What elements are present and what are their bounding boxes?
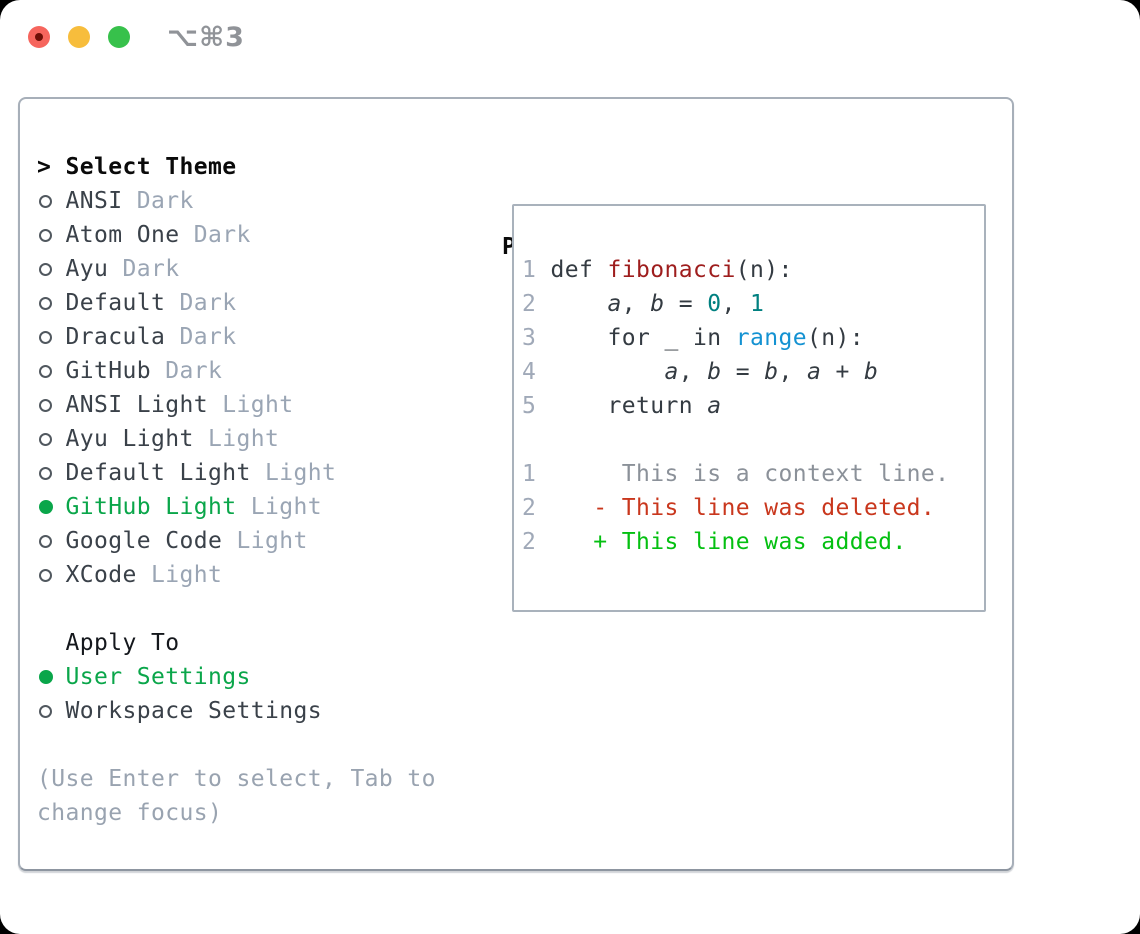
select-theme-header-row: > Select Theme (37, 150, 436, 184)
code-token: fibonacci (607, 257, 736, 283)
apply-to-header: Apply To (65, 630, 180, 656)
hint-text-line2: change focus) (37, 800, 223, 826)
theme-option-github-light[interactable]: GitHub Light Light (37, 490, 436, 524)
code-line: 5 return a (522, 389, 980, 423)
code-token: a (664, 359, 679, 385)
code-token: , (721, 291, 750, 317)
code-token: def (550, 257, 608, 283)
code-line: 4 a, b = b, a + b (522, 355, 980, 389)
radio-icon (39, 500, 53, 514)
line-number: 2 (522, 495, 537, 521)
theme-option-xcode[interactable]: XCode Light (37, 558, 436, 592)
theme-option-google-code[interactable]: Google Code Light (37, 524, 436, 558)
code-token: (n): (735, 257, 793, 283)
code-token: b (650, 291, 665, 317)
diff-line-context: 1 This is a context line. (522, 457, 980, 491)
diff-block: 1 This is a context line.2 - This line w… (522, 457, 980, 559)
line-number: 5 (522, 393, 537, 419)
theme-option-default-light[interactable]: Default Light Light (37, 456, 436, 490)
line-number: 2 (522, 529, 537, 555)
maximize-button[interactable] (108, 26, 130, 48)
theme-option-ansi-light[interactable]: ANSI Light Light (37, 388, 436, 422)
theme-option-dracula[interactable]: Dracula Dark (37, 320, 436, 354)
apply-to-header-row: Apply To (37, 626, 436, 660)
apply-option-workspace-settings[interactable]: Workspace Settings (37, 694, 436, 728)
code-token: a (707, 393, 722, 419)
line-number: 3 (522, 325, 537, 351)
diff-line-added: 2 + This line was added. (522, 525, 980, 559)
line-number: 2 (522, 291, 537, 317)
theme-list: ANSI Dark Atom One Dark Ayu Dark Default… (37, 184, 436, 592)
diff-text: + This line was added. (550, 529, 907, 555)
theme-option-ansi[interactable]: ANSI Dark (37, 184, 436, 218)
code-token: b (863, 359, 879, 385)
code-token: range (735, 325, 807, 351)
code-line: 2 a, b = 0, 1 (522, 287, 980, 321)
code-token: a (607, 291, 622, 317)
hint-text-line1: (Use Enter to select, Tab to (37, 766, 436, 792)
minimize-button[interactable] (68, 26, 90, 48)
radio-icon (39, 568, 52, 582)
radio-icon (39, 262, 52, 276)
radio-icon (39, 194, 52, 208)
diff-line-deleted: 2 - This line was deleted. (522, 491, 980, 525)
diff-text: This is a context line. (550, 461, 950, 487)
code-token (551, 359, 665, 385)
code-token: b (707, 359, 722, 385)
window-title: ⌥⌘3 (167, 22, 245, 53)
code-token: , (678, 359, 708, 385)
theme-picker-panel: > Select Theme ANSI Dark Atom One Dark A… (18, 97, 1014, 871)
radio-icon (39, 432, 52, 446)
code-token: = (664, 291, 708, 317)
radio-icon (39, 364, 52, 378)
radio-icon (39, 704, 52, 718)
theme-picker-column: > Select Theme ANSI Dark Atom One Dark A… (37, 150, 436, 830)
code-token: , (778, 359, 807, 385)
theme-option-github[interactable]: GitHub Dark (37, 354, 436, 388)
code-line: 3 for _ in range(n): (522, 321, 980, 355)
radio-icon (39, 398, 52, 412)
code-token: = (721, 359, 765, 385)
radio-icon (39, 228, 52, 242)
code-token: (n): (806, 325, 864, 351)
theme-option-ayu[interactable]: Ayu Dark (37, 252, 436, 286)
apply-to-list: User Settings Workspace Settings (37, 660, 436, 728)
line-number: 4 (522, 359, 537, 385)
radio-icon (39, 466, 52, 480)
code-token: b (764, 359, 779, 385)
code-token: + (821, 359, 864, 385)
apply-option-user-settings[interactable]: User Settings (37, 660, 436, 694)
radio-icon (39, 670, 53, 684)
code-token: 1 (750, 291, 765, 317)
radio-icon (39, 296, 52, 310)
radio-icon (39, 330, 52, 344)
code-token: for _ in (550, 325, 736, 351)
line-number: 1 (522, 461, 537, 487)
radio-icon (39, 534, 52, 548)
spacer (522, 423, 980, 457)
line-number: 1 (522, 257, 537, 283)
code-token (551, 291, 608, 317)
theme-option-atom-one[interactable]: Atom One Dark (37, 218, 436, 252)
diff-text: - This line was deleted. (550, 495, 936, 521)
spacer (37, 592, 436, 626)
spacer (37, 728, 436, 762)
code-token: a (806, 359, 822, 385)
select-theme-header: Select Theme (65, 154, 237, 180)
code-line: 1 def fibonacci(n): (522, 253, 980, 287)
prompt-icon: > (37, 154, 52, 180)
theme-option-ayu-light[interactable]: Ayu Light Light (37, 422, 436, 456)
theme-option-default[interactable]: Default Dark (37, 286, 436, 320)
code-token: 0 (707, 291, 722, 317)
code-token: return (550, 393, 708, 419)
close-button[interactable] (28, 26, 50, 48)
code-token: , (621, 291, 651, 317)
